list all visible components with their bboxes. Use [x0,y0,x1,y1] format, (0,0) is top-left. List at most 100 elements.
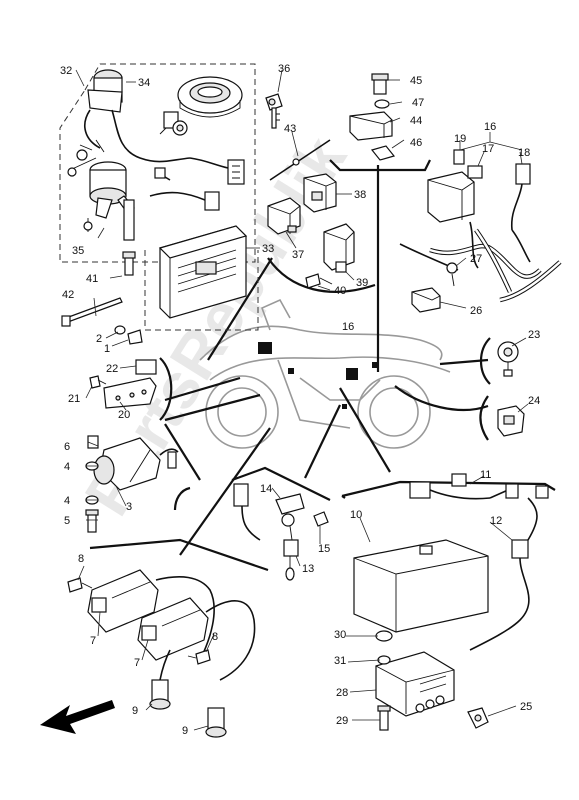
callout-35: 35 [72,245,84,257]
callout-45: 45 [410,75,422,87]
callout-5: 5 [64,515,70,527]
battery [353,539,489,633]
sensor-39 [323,223,355,273]
callout-labels: 32 34 35 41 33 36 43 38 37 39 40 42 2 1 … [60,63,540,737]
key [265,93,283,129]
plug-cap-9b [205,707,227,738]
wire-harness [399,221,562,303]
callout-20: 20 [118,409,130,421]
callout-41: 41 [86,273,98,285]
relay-37 [267,197,301,235]
starter-relay-lead [469,485,549,651]
sensor-24 [497,405,525,437]
cable-tie [61,297,123,327]
callout-29: 29 [336,715,348,727]
bolts-8 [67,577,211,665]
callout-12: 12 [490,515,502,527]
callout-6: 6 [64,441,70,453]
callout-25: 25 [520,701,532,713]
callout-19: 19 [454,133,466,145]
bracket-20 [89,359,157,409]
group-lines [89,159,556,572]
main-switch [84,69,191,163]
callout-2: 2 [96,333,102,345]
callout-8b: 8 [212,631,218,643]
callout-39: 39 [356,277,368,289]
callout-47: 47 [412,97,424,109]
callout-27: 27 [470,253,482,265]
group-32-box [59,63,256,263]
callout-1: 1 [104,343,110,355]
relay-38 [303,173,337,213]
callout-37: 37 [292,249,304,261]
callout-18: 18 [518,147,530,159]
sensor-23 [497,341,519,377]
callout-16-top: 16 [484,121,496,133]
callout-46: 46 [410,137,422,149]
wire-lead-43 [269,139,331,181]
callout-17: 17 [482,143,494,155]
callout-21: 21 [68,393,80,405]
callout-14: 14 [260,483,272,495]
bolt-washer [114,325,143,345]
fuse-box [427,149,531,231]
callout-38: 38 [354,189,366,201]
callout-31: 31 [334,655,346,667]
callout-7b: 7 [134,657,140,669]
callout-16-center: 16 [342,321,354,333]
leader-lines [75,69,529,731]
fuel-cap [177,76,243,118]
ignition-cylinder [67,139,135,241]
callout-7a: 7 [90,635,96,647]
callout-33: 33 [262,243,274,255]
callout-43: 43 [284,123,296,135]
connector-27 [446,262,458,287]
callout-28: 28 [336,687,348,699]
callout-23: 23 [528,329,540,341]
rectifier-regulator [375,630,455,731]
callout-10: 10 [350,509,362,521]
battery-cable [409,473,519,500]
switch-14 [233,483,329,581]
callout-42: 42 [62,289,74,301]
ignition-coil-7b [137,597,256,681]
motorcycle-outline [199,298,451,449]
seat-lock [159,111,188,136]
bolt-41 [122,251,136,276]
callout-9b: 9 [182,725,188,737]
callout-32: 32 [60,65,72,77]
callout-11: 11 [480,469,491,481]
callout-9a: 9 [132,705,138,717]
callout-40: 40 [334,285,346,297]
bike-marker [342,404,347,409]
callout-44: 44 [410,115,422,127]
callout-8a: 8 [78,553,84,565]
bike-marker [372,362,378,368]
switch-harness [149,157,245,211]
callout-3: 3 [126,501,132,513]
callout-30: 30 [334,629,346,641]
arrow-front-icon [40,700,115,734]
callout-26: 26 [470,305,482,317]
bike-marker [346,368,358,380]
callout-13: 13 [302,563,314,575]
callout-15: 15 [318,543,330,555]
callout-36: 36 [278,63,290,75]
ecu-unit [158,225,248,319]
screw-40 [305,273,333,289]
ecu-box [144,250,259,331]
bike-marker [258,342,272,354]
plug-cap-9a [149,649,171,710]
callout-24: 24 [528,395,540,407]
callout-4a: 4 [64,461,70,473]
callout-4b: 4 [64,495,70,507]
ignition-coil-7a [87,569,215,661]
clamp-25 [467,707,489,729]
ignition-coil-3 [93,437,179,491]
bike-marker [288,368,294,374]
callout-22: 22 [106,363,118,375]
coupler-26 [411,287,441,313]
callout-34: 34 [138,77,150,89]
sensor-45-group [349,73,396,161]
